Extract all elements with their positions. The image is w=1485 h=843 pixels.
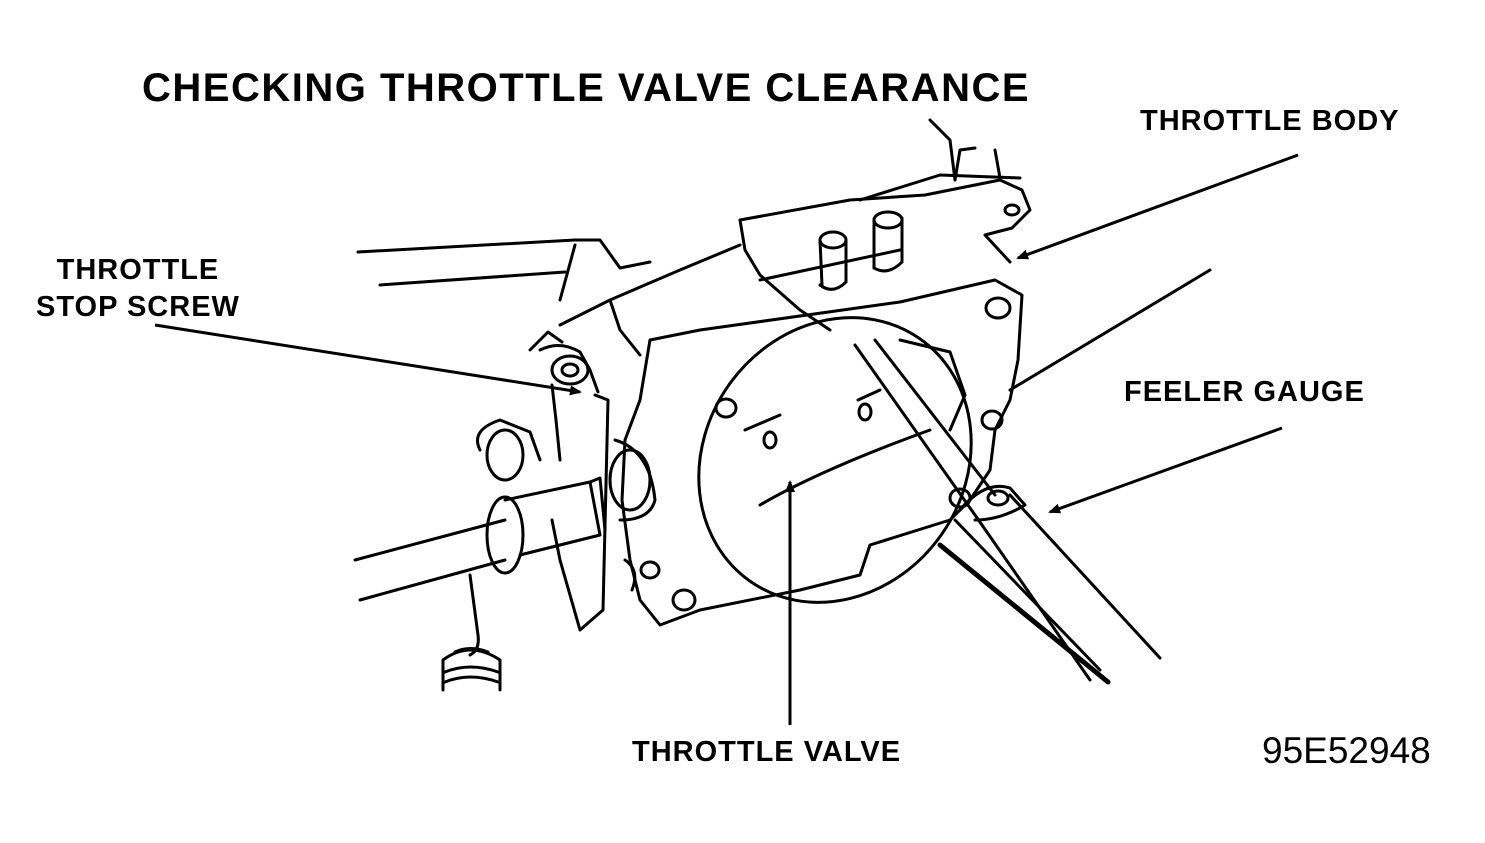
callout-throttle-stop-screw-line1: THROTTLE [56, 254, 220, 286]
callout-feeler-gauge: FEELER GAUGE [1124, 376, 1365, 408]
figure-id: 95E52948 [1262, 730, 1431, 771]
callout-throttle-valve: THROTTLE VALVE [632, 736, 902, 768]
callout-throttle-body: THROTTLE BODY [1140, 105, 1400, 137]
callout-throttle-stop-screw-line2: STOP SCREW [36, 291, 240, 323]
callout-throttle-stop-screw: THROTTLE STOP SCREW [36, 252, 240, 326]
diagram-title: CHECKING THROTTLE VALVE CLEARANCE [142, 66, 1031, 110]
